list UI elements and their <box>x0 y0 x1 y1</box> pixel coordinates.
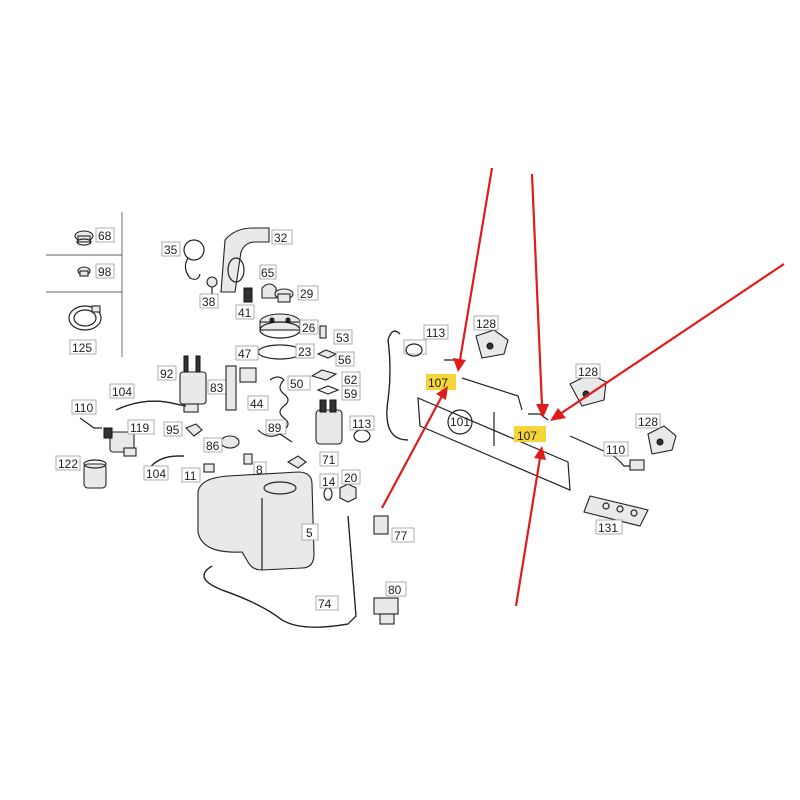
label-26: 26 <box>302 321 316 335</box>
nozzle-128-c: 128 <box>635 413 677 455</box>
label-80: 80 <box>388 583 402 597</box>
arrow-3 <box>530 173 544 407</box>
long-hose-113: 113 <box>386 324 449 441</box>
label-35: 35 <box>164 243 178 257</box>
filler-neck-assembly: 35 38 32 65 29 41 26 53 <box>161 227 361 401</box>
label-74: 74 <box>318 597 332 611</box>
label-104b: 104 <box>146 467 166 481</box>
label-32: 32 <box>274 231 288 245</box>
label-98: 98 <box>98 265 112 279</box>
label-92: 92 <box>160 367 174 381</box>
arrowhead-icon <box>536 404 549 418</box>
washer-pump-92: 92 <box>157 355 207 413</box>
hose-104-top: 104 <box>109 383 187 411</box>
label-89: 89 <box>268 421 282 435</box>
label-71: 71 <box>322 453 336 467</box>
label-53: 53 <box>336 331 350 345</box>
arrow-2 <box>381 395 443 509</box>
label-107a: 107 <box>428 376 448 390</box>
label-95: 95 <box>166 423 180 437</box>
label-125: 125 <box>72 341 92 355</box>
label-11: 11 <box>184 469 197 483</box>
grommet-68-icon <box>74 230 94 246</box>
grommet-98-icon <box>77 266 91 277</box>
label-113b: 113 <box>426 326 445 340</box>
washer-pump-119: 119 <box>103 419 155 457</box>
label-122: 122 <box>58 457 78 471</box>
label-128b: 128 <box>578 365 598 379</box>
red-arrows <box>381 167 785 607</box>
label-5: 5 <box>306 526 313 540</box>
arrowhead-icon <box>534 446 546 460</box>
label-104a: 104 <box>112 385 132 399</box>
label-113a: 113 <box>352 417 371 431</box>
label-128c: 128 <box>638 415 658 429</box>
arrowhead-icon <box>550 408 566 421</box>
label-8: 8 <box>256 463 263 477</box>
label-101: 101 <box>450 415 470 429</box>
label-38: 38 <box>202 295 216 309</box>
washer-reservoir-5: 5 <box>197 471 319 571</box>
nozzle-128-a: 128 <box>473 315 509 359</box>
label-14: 14 <box>322 475 336 489</box>
arrow-4 <box>559 263 785 415</box>
connector-110-right: 110 <box>603 441 645 471</box>
label-44: 44 <box>250 397 264 411</box>
arrowhead-icon <box>453 358 466 372</box>
label-59: 59 <box>344 387 358 401</box>
legend-panel: 68 98 125 <box>46 212 123 357</box>
nozzle-128-b: 128 <box>569 363 607 407</box>
label-23: 23 <box>298 345 312 359</box>
label-62: 62 <box>344 373 358 387</box>
label-77: 77 <box>394 529 408 543</box>
label-128a: 128 <box>476 317 496 331</box>
jet-block-131: 131 <box>583 495 649 535</box>
label-110b: 110 <box>606 443 625 457</box>
label-47: 47 <box>238 347 252 361</box>
hose-74: 74 <box>203 515 357 628</box>
arrowhead-icon <box>436 386 448 400</box>
wiper-blade-outline: 101 <box>417 377 634 491</box>
label-131: 131 <box>598 521 618 535</box>
label-68: 68 <box>98 229 112 243</box>
label-29: 29 <box>300 287 314 301</box>
label-119: 119 <box>130 421 149 435</box>
label-65: 65 <box>261 266 275 280</box>
washer-pump-113: 113 <box>315 399 375 445</box>
label-86: 86 <box>206 439 220 453</box>
strainer-50: 50 <box>269 375 311 431</box>
label-20: 20 <box>344 471 358 485</box>
label-41: 41 <box>238 306 252 320</box>
label-50: 50 <box>290 377 304 391</box>
filter-122: 122 <box>55 455 107 489</box>
label-110a: 110 <box>74 401 93 415</box>
level-sensor-47: 47 <box>225 345 259 411</box>
hose-clamp-125-icon <box>68 305 102 331</box>
label-83: 83 <box>210 381 224 395</box>
label-107b: 107 <box>517 429 537 443</box>
label-56: 56 <box>338 353 352 367</box>
arrow-1 <box>458 167 494 361</box>
arrow-5 <box>514 457 542 607</box>
